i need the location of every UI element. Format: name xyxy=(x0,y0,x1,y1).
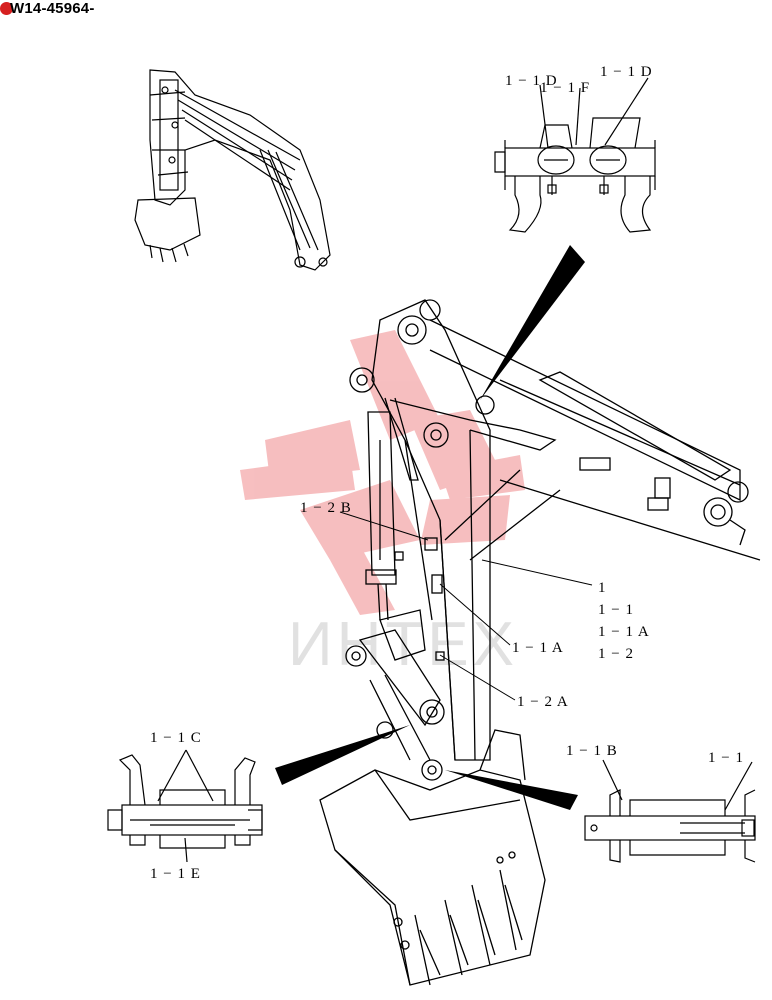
label-1-2-right: 1 − 2 xyxy=(598,646,634,662)
detail-bottom-right xyxy=(584,759,756,863)
watermark-logo-icon xyxy=(240,330,525,615)
label-1-1A-left: 1 − 1 A xyxy=(512,640,564,656)
logo-badge-icon xyxy=(0,2,13,15)
label-1-1B: 1 − 1 B xyxy=(566,743,618,759)
label-1-1-detail: 1 − 1 xyxy=(708,750,744,766)
leader-lines xyxy=(339,511,593,701)
label-1-1A-right: 1 − 1 A xyxy=(598,624,650,640)
label-1-1: 1 − 1 xyxy=(598,602,634,618)
pointer-wedge-right xyxy=(445,770,578,810)
main-arm-assembly-drawing xyxy=(319,299,761,986)
label-1-1E: 1 − 1 E xyxy=(150,866,201,882)
overview-excavator-drawing xyxy=(134,69,331,271)
detail-top-right xyxy=(494,77,656,233)
page-id: W14-45964- xyxy=(0,0,95,17)
pointer-wedge-left xyxy=(275,725,410,785)
label-1-2B: 1 − 2 B xyxy=(300,500,352,516)
label-1-1D-a: 1 − 1 D xyxy=(505,73,558,89)
label-1-1F: 1 − 1 F xyxy=(540,80,590,96)
label-1-1C: 1 − 1 C xyxy=(150,730,202,746)
label-1: 1 xyxy=(598,580,607,596)
label-1-1D-b: 1 − 1 D xyxy=(600,64,653,80)
pointer-wedge-top xyxy=(480,245,585,400)
detail-bottom-left xyxy=(107,749,263,863)
watermark-text: ИНТЕХ xyxy=(288,610,518,679)
label-1-2A: 1 − 2 A xyxy=(517,694,569,710)
page-id-text: W14-45964- xyxy=(10,0,95,17)
